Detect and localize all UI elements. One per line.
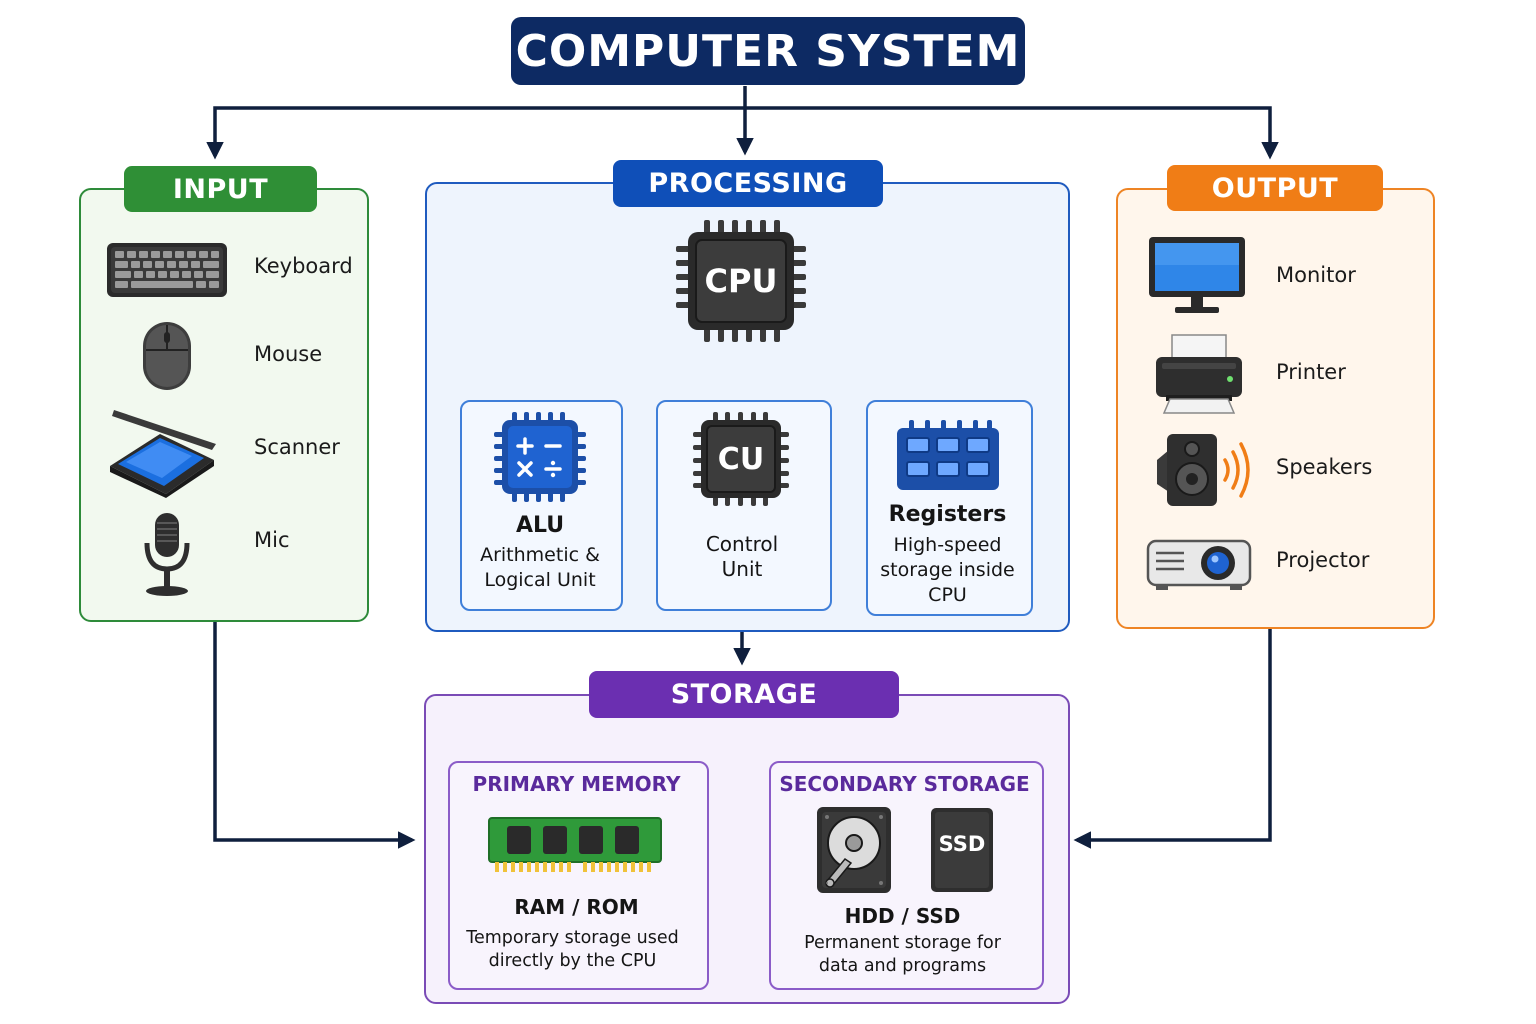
title-to-output-arrow	[745, 106, 1279, 160]
cpu-chip-label: CPU	[704, 262, 778, 300]
processing-label: PROCESSING	[613, 160, 883, 207]
device-label-keyboard: Keyboard	[254, 254, 353, 278]
device-label-printer: Printer	[1276, 360, 1346, 384]
device-label-mic: Mic	[254, 528, 290, 552]
alu-chip-icon	[494, 412, 586, 502]
hdd-icon	[817, 807, 891, 893]
input-to-storage-arrow	[213, 620, 416, 849]
alu-title: ALU	[515, 513, 565, 538]
cpu-chip-icon: CPU	[674, 218, 808, 344]
mouse-icon	[143, 322, 191, 390]
device-label-speakers: Speakers	[1276, 455, 1373, 479]
storage-label: STORAGE	[589, 671, 899, 718]
primary-memory-name: RAM / ROM	[514, 895, 639, 919]
secondary-storage-desc-line1: Permanent storage for	[804, 933, 1001, 953]
cu-desc-line2: Unit	[721, 557, 763, 581]
cu-desc-line1: Control	[705, 532, 779, 556]
primary-memory-heading: PRIMARY MEMORY	[472, 772, 681, 796]
device-label-monitor: Monitor	[1276, 263, 1356, 287]
primary-memory-desc-line1: Temporary storage used	[466, 928, 679, 948]
cu-chip-icon: CU	[691, 410, 791, 508]
projector-icon	[1146, 539, 1252, 590]
speaker-icon	[1157, 434, 1250, 506]
primary-memory-desc-line2: directly by the CPU	[488, 951, 657, 971]
alu-desc-line2: Logical Unit	[484, 569, 596, 591]
primary-memory-box	[448, 761, 709, 990]
device-label-projector: Projector	[1276, 548, 1370, 572]
alu-desc-line1: Arithmetic &	[480, 544, 600, 566]
title-to-input-arrow	[206, 106, 745, 160]
registers-desc-line1: High-speed	[893, 534, 1002, 556]
output-to-storage-arrow	[1073, 627, 1272, 849]
printer-icon	[1156, 334, 1242, 414]
monitor-icon	[1149, 237, 1245, 313]
ssd-label: SSD	[938, 832, 986, 856]
secondary-storage-heading: SECONDARY STORAGE	[779, 772, 1030, 796]
device-label-mouse: Mouse	[254, 342, 323, 366]
ssd-icon: SSD	[929, 806, 995, 894]
keyboard-icon	[107, 243, 227, 297]
output-label: OUTPUT	[1167, 165, 1383, 211]
registers-desc-line2: storage inside	[880, 559, 1015, 581]
ram-module-icon	[488, 817, 662, 872]
device-label-scanner: Scanner	[254, 435, 340, 459]
microphone-icon	[144, 513, 190, 596]
page-title: COMPUTER SYSTEM	[511, 17, 1025, 85]
registers-title: Registers	[888, 502, 1007, 527]
secondary-storage-name: HDD / SSD	[844, 904, 961, 928]
cu-chip-label: CU	[717, 441, 765, 477]
registers-desc-line3: CPU	[928, 584, 967, 606]
secondary-storage-box	[769, 761, 1044, 990]
registers-icon	[897, 420, 999, 490]
input-label: INPUT	[124, 166, 317, 212]
secondary-storage-desc-line2: data and programs	[818, 956, 987, 976]
scanner-icon	[110, 410, 216, 498]
